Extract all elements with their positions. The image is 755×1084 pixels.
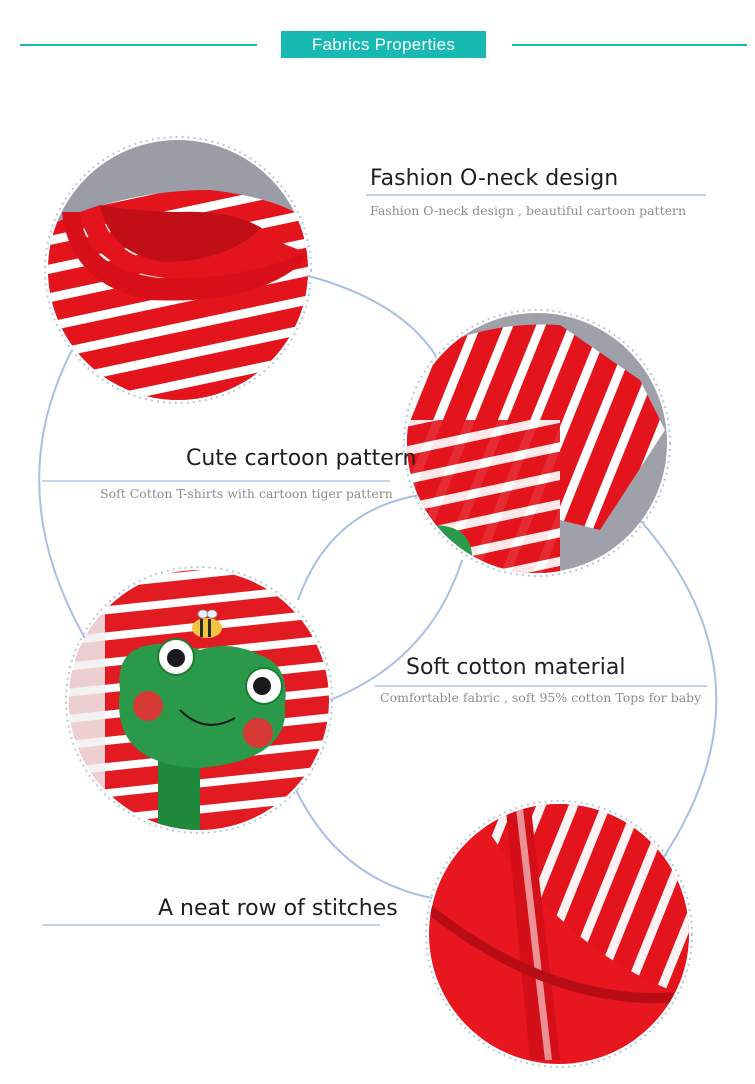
feature-underline-oneck	[366, 194, 706, 196]
photo-frog-pattern	[65, 566, 333, 834]
connector-2-4	[639, 519, 718, 859]
feature-title-stitches: A neat row of stitches	[158, 896, 398, 921]
connector-3-2	[329, 559, 463, 701]
connector-1-3	[38, 349, 87, 641]
connector-3-2b	[297, 494, 421, 601]
section-title-badge: Fabrics Properties	[281, 31, 486, 58]
frog-applique-icon	[119, 638, 286, 830]
feature-underline-cartoon	[42, 480, 390, 482]
bee-applique-icon	[192, 609, 222, 638]
feature-subtitle-cartoon: Soft Cotton T-shirts with cartoon tiger …	[100, 486, 393, 501]
feature-title-cartoon: Cute cartoon pattern	[186, 446, 417, 471]
photo-stitches	[425, 800, 693, 1068]
feature-underline-cotton	[375, 685, 707, 687]
feature-title-oneck: Fashion O-neck design	[370, 166, 619, 191]
connector-3-4	[295, 789, 433, 899]
feature-subtitle-cotton: Comfortable fabric , soft 95% cotton Top…	[380, 690, 702, 705]
header-line-left	[20, 44, 257, 46]
connector-1-2	[304, 274, 437, 357]
feature-underline-stitches	[42, 924, 380, 926]
photo-collar	[44, 136, 312, 404]
header-line-right	[512, 44, 747, 46]
feature-subtitle-oneck: Fashion O-neck design , beautiful cartoo…	[370, 203, 687, 218]
feature-title-cotton: Soft cotton material	[406, 655, 626, 680]
connector-lines	[38, 274, 718, 899]
photo-sleeve	[403, 309, 671, 577]
